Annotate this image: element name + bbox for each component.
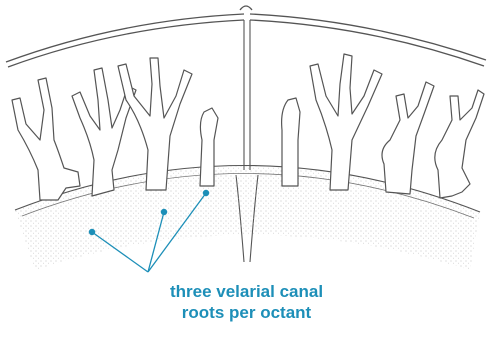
caption-line-1: three velarial canal — [0, 281, 493, 302]
bell-margin — [6, 6, 486, 67]
caption-line-2: roots per octant — [0, 302, 493, 323]
